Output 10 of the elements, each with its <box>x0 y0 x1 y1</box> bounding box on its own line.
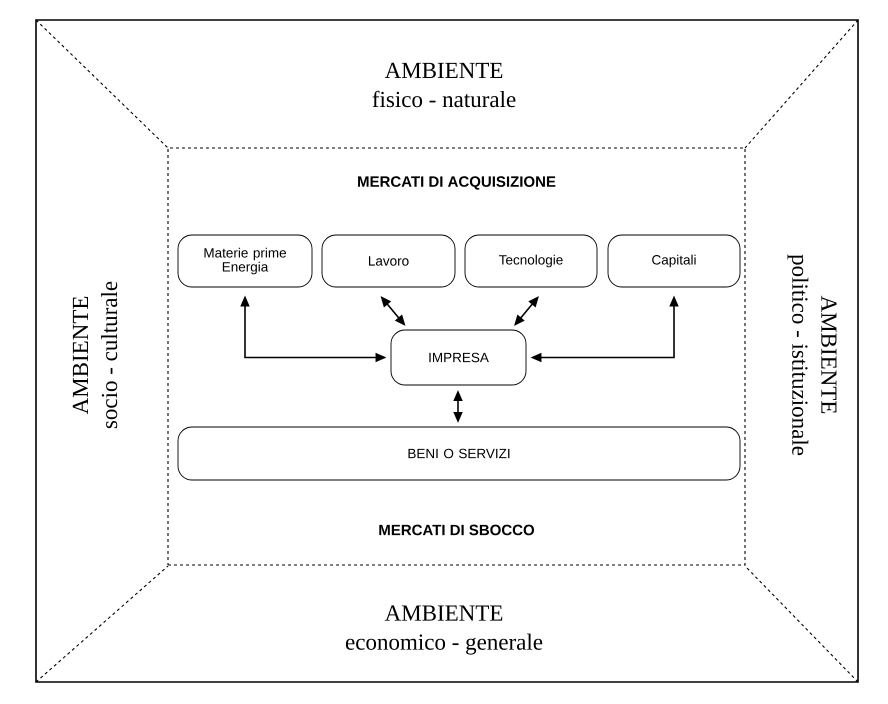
rounded-box: Tecnologie <box>464 234 598 288</box>
rounded-box: Capitali <box>608 234 740 288</box>
region-label: AMBIENTE economico - generale <box>346 605 542 655</box>
region-label: AMBIENTE socio - culturale <box>72 282 118 428</box>
rounded-box: Materie prime Energia <box>178 234 312 288</box>
region-label: AMBIENTE politico - istituzionale <box>787 254 837 456</box>
rounded-box: IMPRESA <box>390 330 526 386</box>
rounded-box: BENI O SERVIZI <box>178 426 740 480</box>
rounded-box: Lavoro <box>322 234 456 288</box>
region-label: AMBIENTE fisico - naturale <box>372 62 516 108</box>
